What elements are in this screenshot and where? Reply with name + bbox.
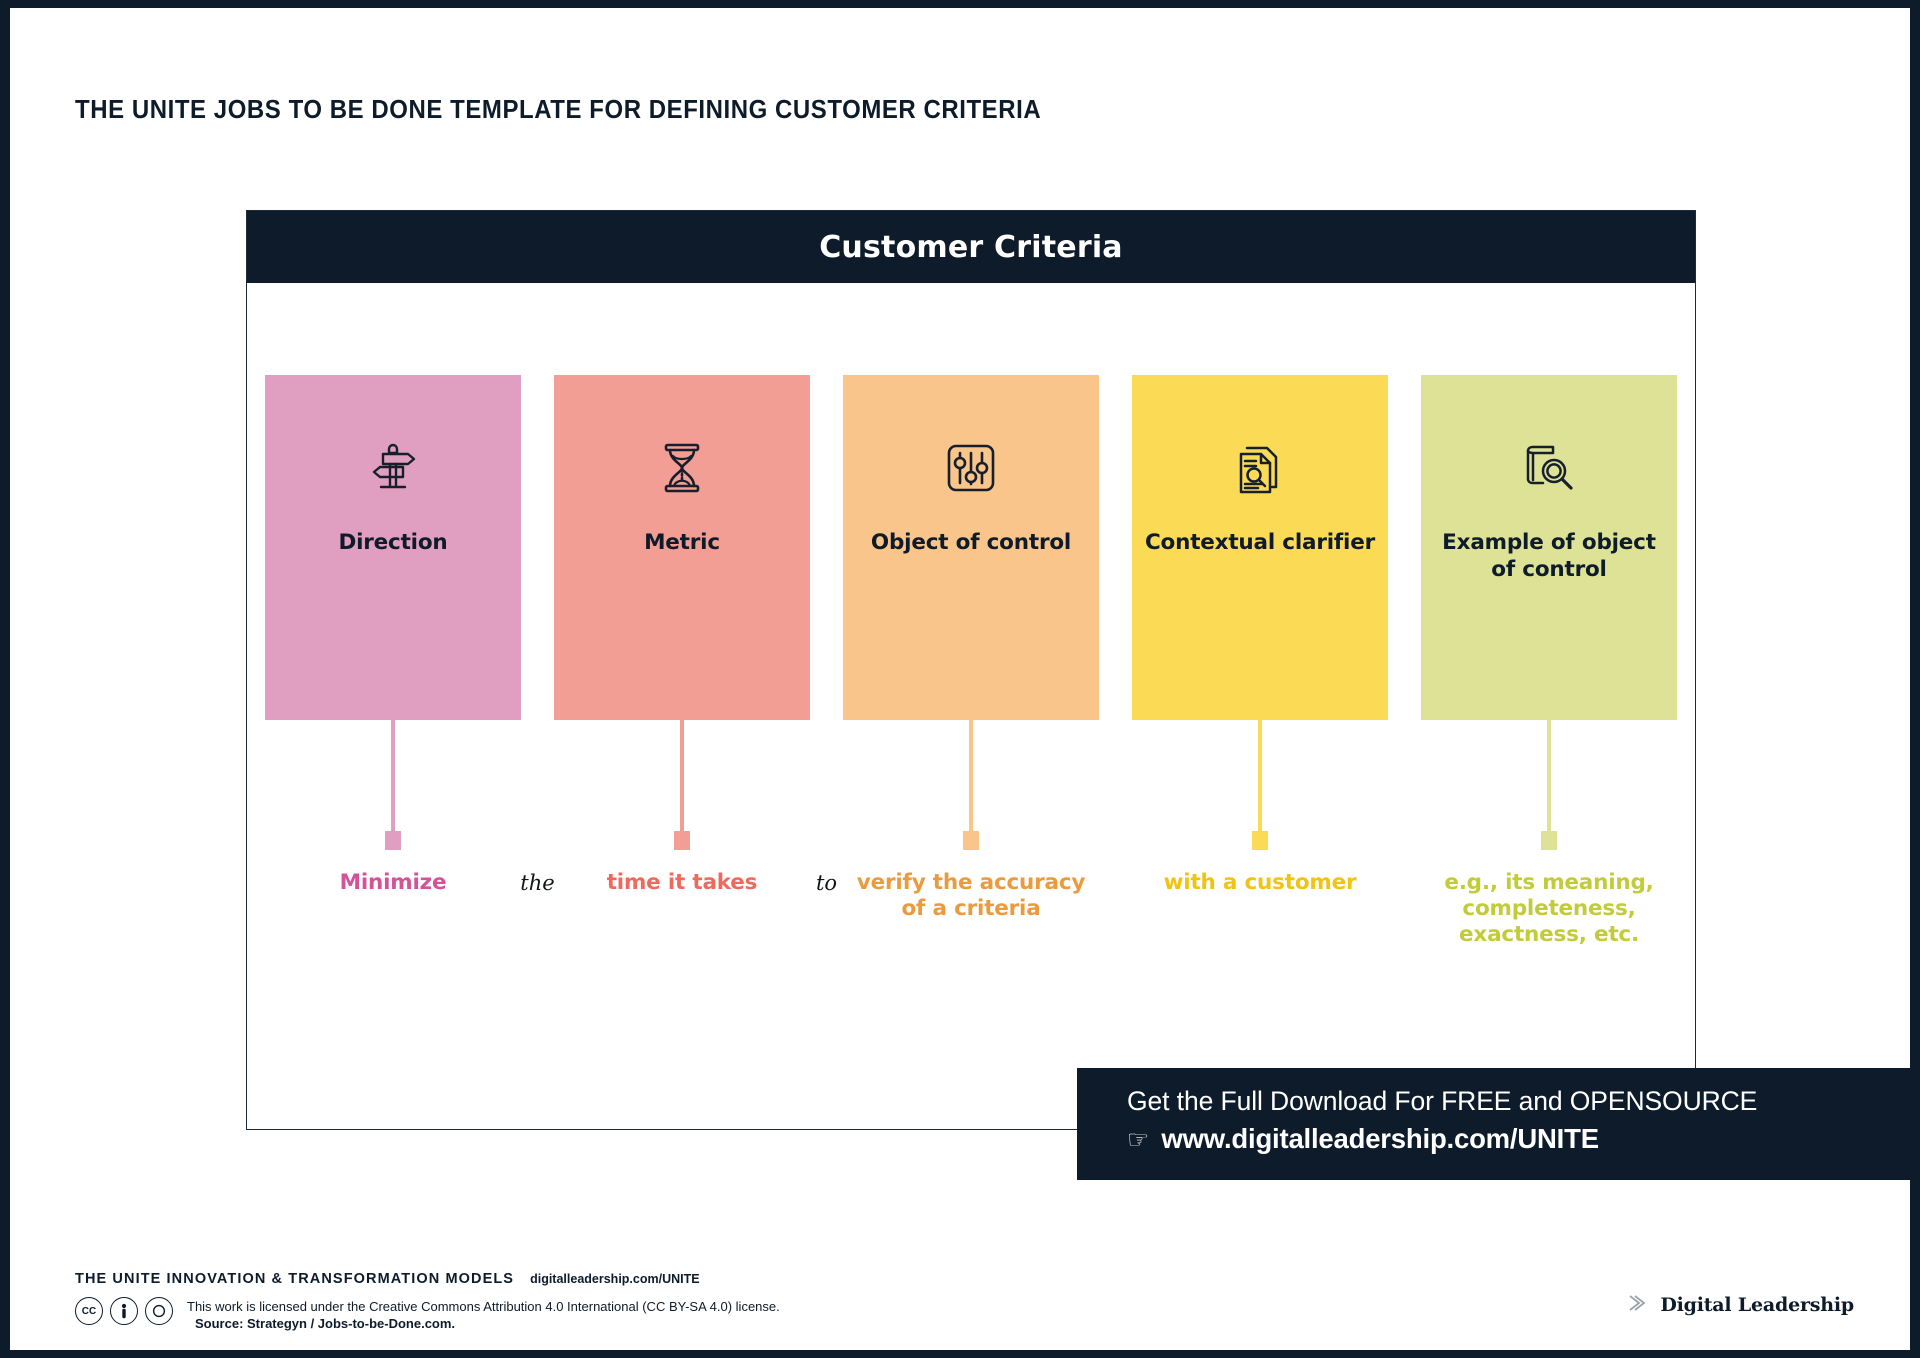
sentence-fragment-object-of-control: verify the accuracy of a criteria [856,870,1086,921]
sentence-fragment-direction: Minimize [339,870,447,895]
footer-license-text: This work is licensed under the Creative… [187,1299,780,1314]
cc-by-icon [110,1297,138,1325]
signpost-icon [362,437,424,499]
criteria-card-example-of-object-of-control[interactable]: Example of object of control [1421,375,1677,720]
cta-url-row[interactable]: ☞ www.digitalleadership.com/UNITE [1127,1123,1910,1155]
book-search-icon [1518,437,1580,499]
sentence-fragment-example-of-object-of-control: e.g., its meaning, completeness, exactne… [1444,870,1654,947]
hourglass-icon [651,437,713,499]
cc-sa-icon [145,1297,173,1325]
connector-node [1252,831,1268,850]
cta-headline: Get the Full Download For FREE and OPENS… [1127,1086,1758,1116]
criteria-card-object-of-control[interactable]: Object of control [843,375,1099,720]
connector-node [385,831,401,850]
footer-brand-row: THE UNITE INNOVATION & TRANSFORMATION MO… [75,1271,780,1287]
joiner-word-direction: the [520,871,555,895]
footer-brand-text: THE UNITE INNOVATION & TRANSFORMATION MO… [75,1271,515,1287]
brand-logo-name: Digital Leadership [1660,1294,1854,1316]
connector-stem [391,720,395,835]
sentence-fragment-contextual-clarifier: with a customer [1163,870,1357,895]
connector-node [674,831,690,850]
cta-banner[interactable]: Get the Full Download For FREE and OPENS… [1077,1068,1910,1180]
criteria-card-contextual-clarifier[interactable]: Contextual clarifier [1132,375,1388,720]
connector-stem [969,720,973,835]
cta-url-link[interactable]: www.digitalleadership.com/UNITE [1161,1123,1599,1154]
criteria-card-label: Example of object of control [1442,530,1656,582]
criteria-card-metric[interactable]: Metric [554,375,810,720]
footer: THE UNITE INNOVATION & TRANSFORMATION MO… [75,1271,780,1331]
pointing-hand-icon: ☞ [1127,1124,1150,1154]
criteria-card-direction[interactable]: Direction [265,375,521,720]
cc-icon: CC [75,1297,103,1325]
connector-node [1541,831,1557,850]
chevron-right-icon [1627,1294,1647,1316]
panel-header-title: Customer Criteria [819,229,1123,265]
sliders-icon [940,437,1002,499]
connector-stem [1547,720,1551,835]
document-search-icon [1229,437,1291,499]
footer-source-text: Source: Strategyn / Jobs-to-be-Done.com. [195,1316,456,1331]
connector-stem [680,720,684,835]
footer-site-link[interactable]: digitalleadership.com/UNITE [530,1272,700,1286]
slide-canvas: THE UNITE JOBS TO BE DONE TEMPLATE FOR D… [10,8,1910,1350]
criteria-card-label: Metric [644,530,720,555]
footer-license-row: CC This work is licensed under [75,1295,780,1331]
joiner-word-metric: to [815,871,838,895]
panel-header: Customer Criteria [247,211,1695,283]
page-title: THE UNITE JOBS TO BE DONE TEMPLATE FOR D… [75,96,1042,124]
criteria-card-label: Object of control [870,530,1072,555]
creative-commons-badges: CC [75,1295,173,1325]
criteria-card-label: Direction [338,530,448,555]
digital-leadership-logo: Digital Leadership [1627,1294,1854,1316]
sentence-fragment-metric: time it takes [606,870,758,895]
connector-node [963,831,979,850]
criteria-card-label: Contextual clarifier [1144,530,1376,555]
connector-stem [1258,720,1262,835]
